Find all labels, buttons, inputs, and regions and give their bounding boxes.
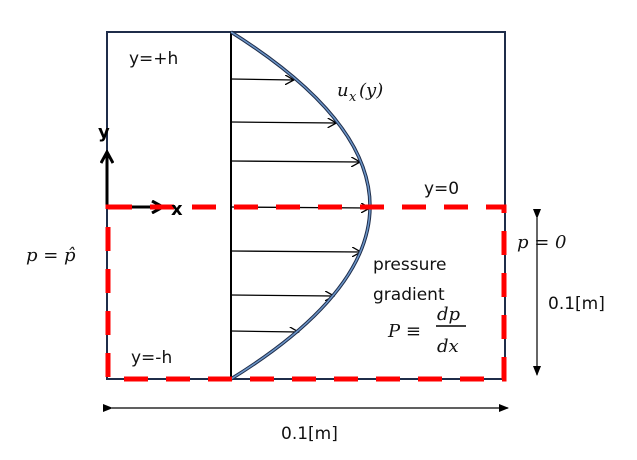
label-y-top: y=+h [129,49,178,69]
control-volume-dashed [105,204,507,382]
velocity-argument: (y) [359,80,383,101]
velocity-arrow [230,122,336,123]
velocity-symbol: u [337,80,349,101]
label-y-bottom: y=-h [131,348,172,368]
velocity-arrow [230,295,334,296]
axis-label-y: y [98,122,110,143]
axis-label-x: x [171,199,183,220]
velocity-arrow [230,161,360,162]
velocity-arrow [230,251,361,252]
gradient-lhs: P ≡ [387,321,421,342]
width-dimension-label: 0.1[m] [281,424,338,444]
pressure-label-line2: gradient [373,285,445,305]
gradient-numerator: dp [437,304,461,325]
height-dimension-label: 0.1[m] [548,294,605,314]
label-y-zero: y=0 [424,179,459,199]
gradient-denominator: dx [437,336,459,357]
inlet-pressure-label: p = p̂ [26,245,76,266]
velocity-subscript: x [349,90,357,105]
pressure-label-line1: pressure [373,255,446,275]
velocity-arrow [230,331,299,332]
velocity-arrow [230,79,294,80]
velocity-label: u x (y) [337,80,383,105]
outlet-pressure-label: p = 0 [517,232,567,253]
